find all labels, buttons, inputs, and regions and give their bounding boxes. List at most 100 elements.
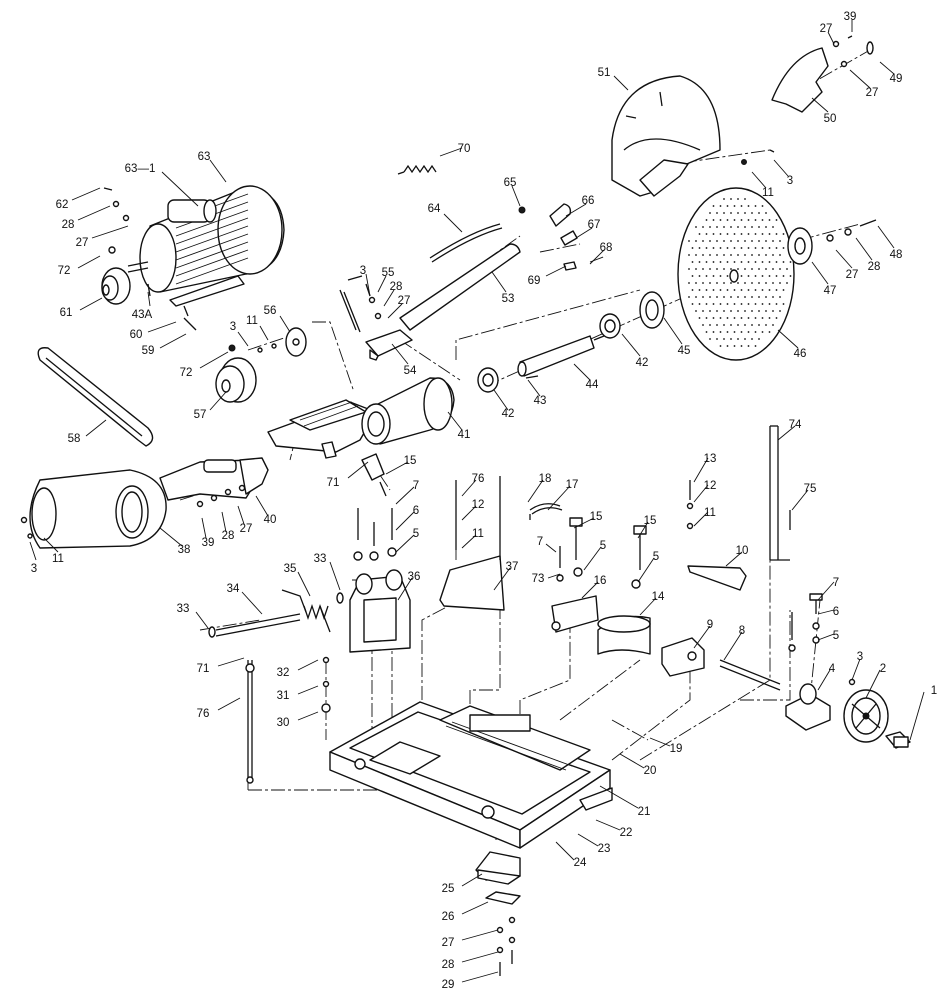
leader-line <box>527 479 544 503</box>
leader-line <box>241 591 263 615</box>
leader-line <box>527 379 541 397</box>
part-label-11c: 11 <box>52 553 64 565</box>
part-label-1: 1 <box>931 685 937 697</box>
leader-line <box>461 534 477 549</box>
leader-line <box>279 315 291 333</box>
leader-line <box>29 541 37 561</box>
part-label-63-1: 63—1 <box>125 163 156 175</box>
pivot-shaft <box>208 589 344 784</box>
leader-line <box>595 819 621 831</box>
leader-line <box>817 581 835 601</box>
leader-line <box>575 227 593 239</box>
part-label-22: 22 <box>620 827 633 839</box>
part-label-71b: 71 <box>197 663 210 675</box>
part-label-28d: 28 <box>390 281 403 293</box>
part-label-13: 13 <box>704 453 717 465</box>
leader-line <box>817 633 835 641</box>
leader-line <box>443 213 463 233</box>
part-label-43: 43 <box>534 395 547 407</box>
part-label-42a: 42 <box>502 408 515 420</box>
leader-line <box>347 461 369 479</box>
leader-line <box>619 753 645 769</box>
leader-line <box>259 325 269 341</box>
part-label-5d: 5 <box>413 528 419 540</box>
vise-parts <box>529 425 823 677</box>
part-label-48: 48 <box>890 249 903 261</box>
part-label-42b: 42 <box>636 357 649 369</box>
leader-line <box>827 31 835 45</box>
operating-handle <box>339 164 578 361</box>
leader-line <box>217 657 245 667</box>
leader-line <box>461 873 483 887</box>
part-label-30: 30 <box>277 717 290 729</box>
part-label-46: 46 <box>794 348 807 360</box>
part-label-16: 16 <box>594 575 607 587</box>
pivot-bracket <box>349 476 505 653</box>
part-label-37: 37 <box>506 561 519 573</box>
part-label-5c: 5 <box>600 540 606 552</box>
part-label-63: 63 <box>198 151 211 163</box>
spindle-housing <box>267 377 455 497</box>
part-label-68: 68 <box>600 242 613 254</box>
leader-line <box>85 419 107 437</box>
leader-line <box>777 329 799 349</box>
leader-line <box>461 479 477 497</box>
leader-line <box>493 389 509 411</box>
part-label-55: 55 <box>382 267 395 279</box>
leader-line <box>639 597 657 616</box>
part-label-7b: 7 <box>537 536 543 548</box>
leader-line <box>565 203 587 217</box>
leader-line <box>817 669 831 691</box>
foot-assembly <box>475 851 521 976</box>
part-label-49: 49 <box>890 73 903 85</box>
part-label-27e: 27 <box>820 23 833 35</box>
spindle-shaft <box>477 291 665 393</box>
part-label-31: 31 <box>277 690 290 702</box>
leader-line <box>545 265 567 277</box>
leader-line <box>811 97 829 113</box>
leader-line <box>751 171 767 189</box>
leader-line <box>209 159 227 183</box>
part-label-76b: 76 <box>197 708 210 720</box>
part-label-41: 41 <box>458 429 471 441</box>
part-label-32: 32 <box>277 667 290 679</box>
part-label-27g: 27 <box>76 237 89 249</box>
part-label-44: 44 <box>586 379 599 391</box>
part-label-76a: 76 <box>472 473 485 485</box>
leader-line <box>461 971 499 983</box>
part-label-6a: 6 <box>833 606 839 618</box>
belt-cover <box>20 457 269 549</box>
leader-line <box>365 273 371 297</box>
leader-line <box>547 573 561 579</box>
leader-line <box>43 537 59 553</box>
leader-line <box>79 297 103 311</box>
leader-line <box>855 237 873 261</box>
part-label-27a: 27 <box>442 937 455 949</box>
leader-line <box>555 841 575 861</box>
leader-line <box>461 951 499 963</box>
leader-line <box>209 391 227 411</box>
part-label-28a: 28 <box>442 959 455 971</box>
leader-line <box>693 457 709 483</box>
part-label-33a: 33 <box>314 553 327 565</box>
part-label-3b: 3 <box>31 563 37 575</box>
part-label-11a: 11 <box>704 507 716 519</box>
leader-line <box>773 159 789 177</box>
leader-line <box>723 631 743 661</box>
leader-line <box>297 711 319 721</box>
leader-line <box>329 561 341 591</box>
leader-line <box>395 534 415 553</box>
part-label-72a: 72 <box>180 367 193 379</box>
leader-line <box>581 581 599 599</box>
part-label-2: 2 <box>880 663 886 675</box>
leader-line <box>461 929 499 941</box>
part-label-60: 60 <box>130 329 143 341</box>
part-label-26: 26 <box>442 911 455 923</box>
cutoff-blade <box>677 187 877 361</box>
part-label-11d: 11 <box>246 315 258 327</box>
part-label-21: 21 <box>638 806 651 818</box>
blade-guard <box>611 35 874 197</box>
leader-line <box>621 333 641 357</box>
part-label-73: 73 <box>532 573 545 585</box>
leader-line <box>725 551 743 567</box>
